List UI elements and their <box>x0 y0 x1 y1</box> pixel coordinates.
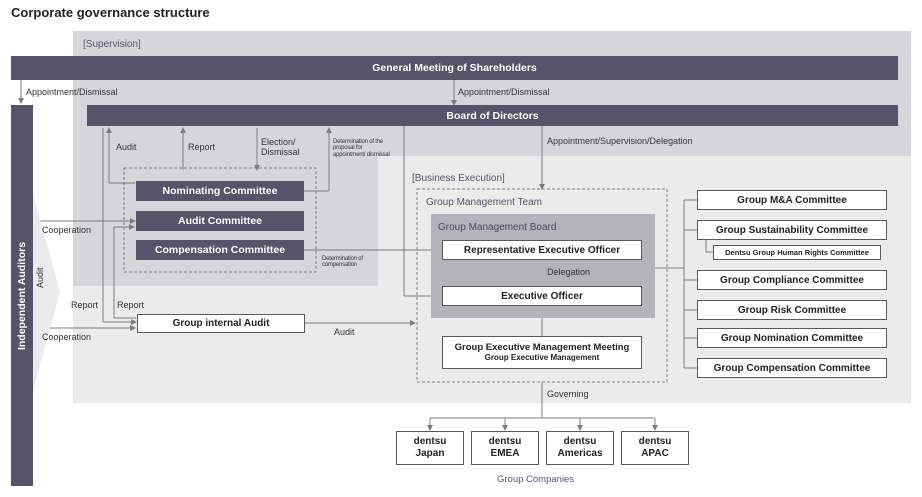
nominating-committee-box: Nominating Committee <box>136 181 304 201</box>
board-of-directors-bar: Board of Directors <box>87 105 898 126</box>
committee-risk: Group Risk Committee <box>697 300 887 320</box>
audit-vertical-label: Audit <box>35 267 45 288</box>
independent-auditors-bar: Independent Auditors <box>11 105 33 486</box>
audit-committee-box: Audit Committee <box>136 211 304 231</box>
page-title: Corporate governance structure <box>11 5 210 20</box>
audit-vertical-text: Audit <box>35 267 45 288</box>
shareholders-meeting-bar: General Meeting of Shareholders <box>11 56 898 80</box>
appointment-dismissal-mid-label: Appointment/Dismissal <box>458 87 550 97</box>
company-apac: dentsu APAC <box>621 431 689 465</box>
company-emea-brand: dentsu <box>488 436 522 447</box>
human-rights-committee: Dentsu Group Human Rights Committee <box>713 245 881 260</box>
report-label-b: Report <box>71 300 99 310</box>
company-apac-brand: dentsu <box>638 436 672 447</box>
exec-meeting-subtitle: Group Executive Management <box>484 353 600 363</box>
company-emea: dentsu EMEA <box>471 431 539 465</box>
company-apac-region: APAC <box>641 448 669 459</box>
report-label-top: Report <box>188 142 216 152</box>
group-internal-audit-box: Group internal Audit <box>137 314 305 333</box>
report-label-c: Report <box>117 300 145 310</box>
company-americas: dentsu Americas <box>546 431 614 465</box>
compensation-committee-box: Compensation Committee <box>136 240 304 260</box>
supervision-panel <box>73 31 911 156</box>
group-executive-management-meeting-box: Group Executive Management Meeting Group… <box>442 336 642 369</box>
company-japan-region: Japan <box>415 448 445 459</box>
election-dismissal-label: Election/ Dismissal <box>261 137 300 158</box>
company-emea-region: EMEA <box>490 448 520 459</box>
cooperation-label-1: Cooperation <box>42 225 92 235</box>
company-americas-brand: dentsu <box>563 436 597 447</box>
committee-nomination: Group Nomination Committee <box>697 328 887 348</box>
representative-executive-officer-box: Representative Executive Officer <box>442 240 642 260</box>
group-management-team-label: Group Management Team <box>426 197 542 208</box>
committee-compliance: Group Compliance Committee <box>697 270 887 290</box>
governing-label: Governing <box>547 389 589 399</box>
audit-label-top: Audit <box>116 142 137 152</box>
company-americas-region: Americas <box>557 448 603 459</box>
cooperation-label-2: Cooperation <box>42 332 92 342</box>
determination-proposal-label: Determination of the proposal for appoin… <box>333 139 390 158</box>
supervision-label: [Supervision] <box>83 39 141 50</box>
committee-compensation: Group Compensation Committee <box>697 358 887 378</box>
company-japan: dentsu Japan <box>396 431 464 465</box>
audit-label-c: Audit <box>334 327 355 337</box>
executive-officer-box: Executive Officer <box>442 286 642 306</box>
committee-ma: Group M&A Committee <box>697 190 887 210</box>
appointment-dismissal-left-label: Appointment/Dismissal <box>26 87 118 97</box>
group-companies-label: Group Companies <box>497 474 575 485</box>
committee-sustainability: Group Sustainability Committee <box>697 220 887 240</box>
appointment-supervision-delegation-label: Appointment/Supervision/Delegation <box>547 136 693 146</box>
determination-compensation-label: Determination of compensation <box>322 256 363 269</box>
business-execution-label: [Business Execution] <box>412 173 505 184</box>
exec-meeting-title: Group Executive Management Meeting <box>454 342 630 353</box>
company-japan-brand: dentsu <box>413 436 447 447</box>
group-management-board-label: Group Management Board <box>438 222 557 233</box>
independent-auditors-label: Independent Auditors <box>16 241 29 350</box>
delegation-label: Delegation <box>547 267 591 277</box>
